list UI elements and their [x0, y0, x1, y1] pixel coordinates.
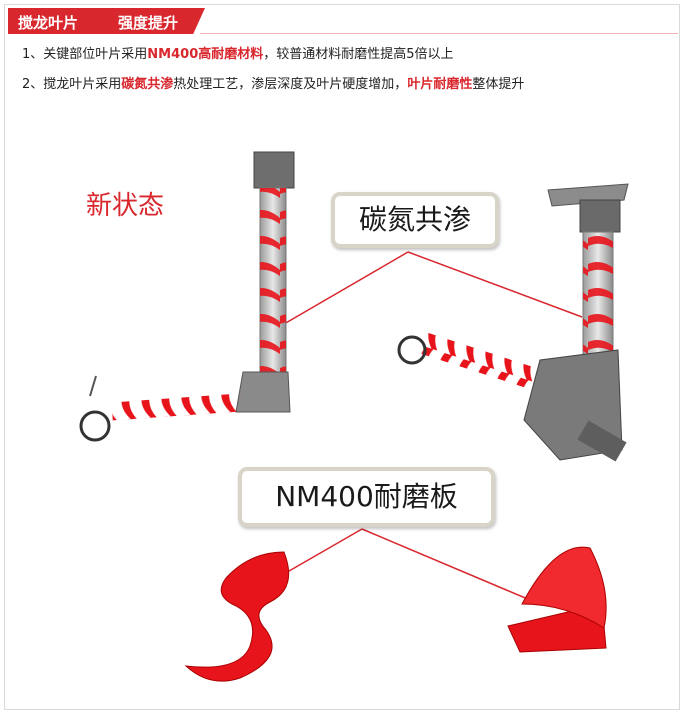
point-1-prefix: 1、关键部位叶片采用: [22, 47, 148, 62]
header-title: 搅龙叶片: [18, 14, 79, 32]
point-2-text: 热处理工艺，渗层深度及叶片硬度增加，: [173, 77, 408, 92]
feature-point-2: 2、搅龙叶片采用碳氮共渗热处理工艺，渗层深度及叶片硬度增加，叶片耐磨性整体提升: [22, 73, 524, 92]
header-subtitle: 强度提升: [118, 14, 179, 32]
nm400-blades: [184, 546, 607, 682]
point-1-highlight: NM400高耐磨材料: [147, 47, 264, 62]
point-2-suffix: 整体提升: [472, 77, 525, 92]
auger-machine-right: [397, 183, 629, 462]
auger-machine-left: [79, 151, 295, 442]
point-2-prefix: 2、搅龙叶片采用: [22, 77, 122, 92]
header-divider: [200, 33, 678, 34]
content-frame: [4, 4, 680, 710]
feature-point-1: 1、关键部位叶片采用NM400高耐磨材料，较普通材料耐磨性提高5倍以上: [22, 43, 454, 62]
new-state-label: 新状态: [86, 191, 165, 221]
point-2-highlight: 碳氮共渗: [121, 77, 174, 92]
point-2-highlight-2: 叶片耐磨性: [407, 77, 473, 92]
callout-carbonitriding: 碳氮共渗: [331, 192, 499, 248]
point-1-text: ，较普通材料耐磨性提高5倍以上: [263, 47, 454, 62]
section-header: 搅龙叶片 强度提升: [8, 8, 205, 34]
callout-nm400-plate: NM400耐磨板: [238, 467, 495, 527]
